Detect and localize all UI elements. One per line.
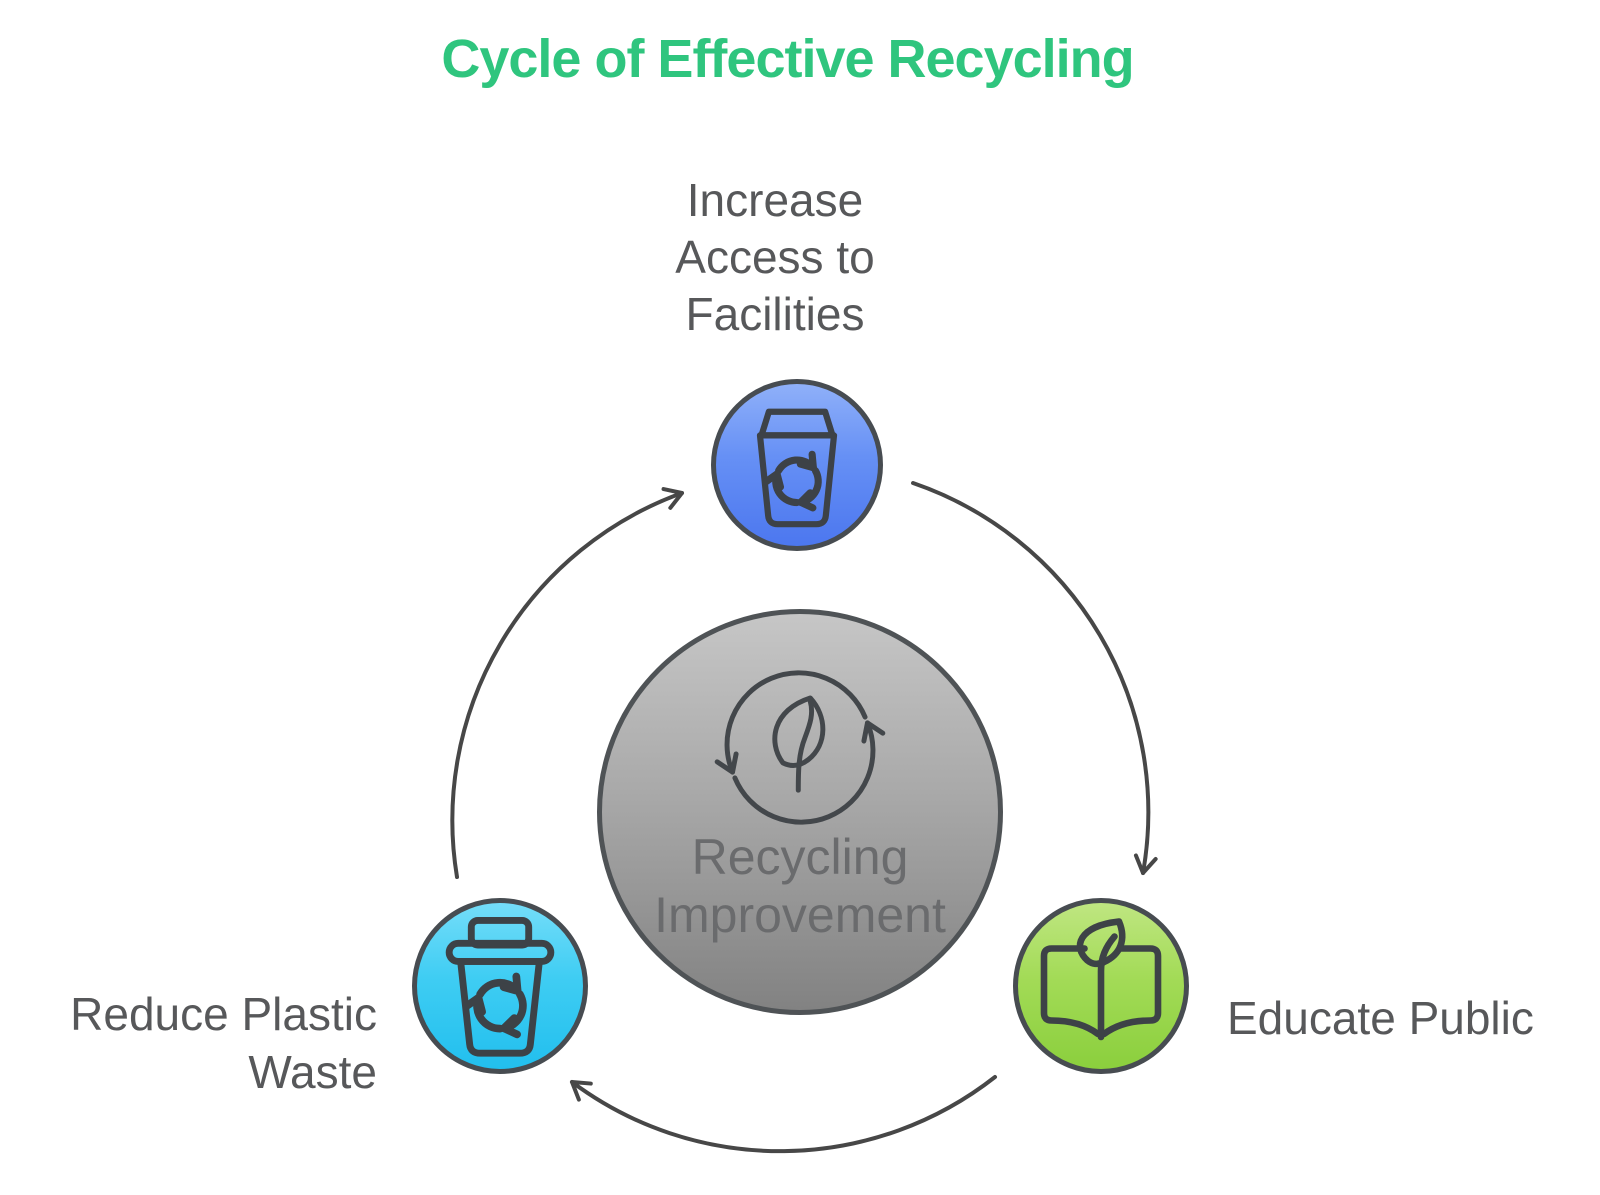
lidded-recycle-bin-icon — [445, 916, 555, 1057]
page-title: Cycle of Effective Recycling — [441, 29, 1134, 89]
recycle-symbol — [471, 983, 529, 1035]
label-reduce-plastic-waste: Reduce Plastic Waste — [10, 985, 377, 1101]
node-increase-access-to-facilities — [711, 379, 883, 551]
leaf-cycle-icon — [714, 670, 886, 825]
right-label-line-1: Educate Public — [1227, 992, 1534, 1044]
label-increase-access-to-facilities: Increase Access to Facilities — [575, 172, 975, 343]
recycle-bin-icon — [756, 408, 838, 528]
arrow-top-to-right — [911, 481, 1158, 875]
eco-book-icon — [1040, 918, 1162, 1041]
leaf-body — [1076, 918, 1126, 968]
center-label-line-2: Improvement — [654, 887, 946, 943]
leaf-stem — [795, 698, 815, 793]
label-educate-public: Educate Public — [1227, 990, 1600, 1047]
center-node-label: Recycling Improvement — [602, 828, 998, 944]
left-label-line-2: Waste — [248, 1046, 377, 1098]
top-label-line-1: Increase — [686, 174, 864, 226]
bin-body — [756, 432, 838, 528]
node-educate-public — [1013, 898, 1189, 1074]
bin-lid — [758, 408, 836, 439]
node-reduce-plastic-waste — [412, 898, 588, 1074]
left-label-line-1: Reduce Plastic — [70, 988, 377, 1040]
cycle-arc-top — [714, 670, 868, 775]
arrow-left-to-top — [450, 487, 684, 879]
bin-body — [457, 957, 543, 1057]
cycle-arc-bottom — [732, 720, 886, 825]
arrow-right-to-left — [570, 1075, 997, 1154]
book-right-page — [1100, 945, 1162, 1038]
top-label-line-2: Access to — [675, 231, 875, 283]
book-left-page — [1040, 945, 1102, 1038]
recycle-symbol — [770, 460, 824, 508]
center-label-line-1: Recycling — [691, 829, 909, 885]
top-label-line-3: Facilities — [685, 288, 865, 340]
center-node-recycling-improvement: Recycling Improvement — [597, 609, 1003, 1015]
book-spine — [1097, 933, 1118, 1041]
